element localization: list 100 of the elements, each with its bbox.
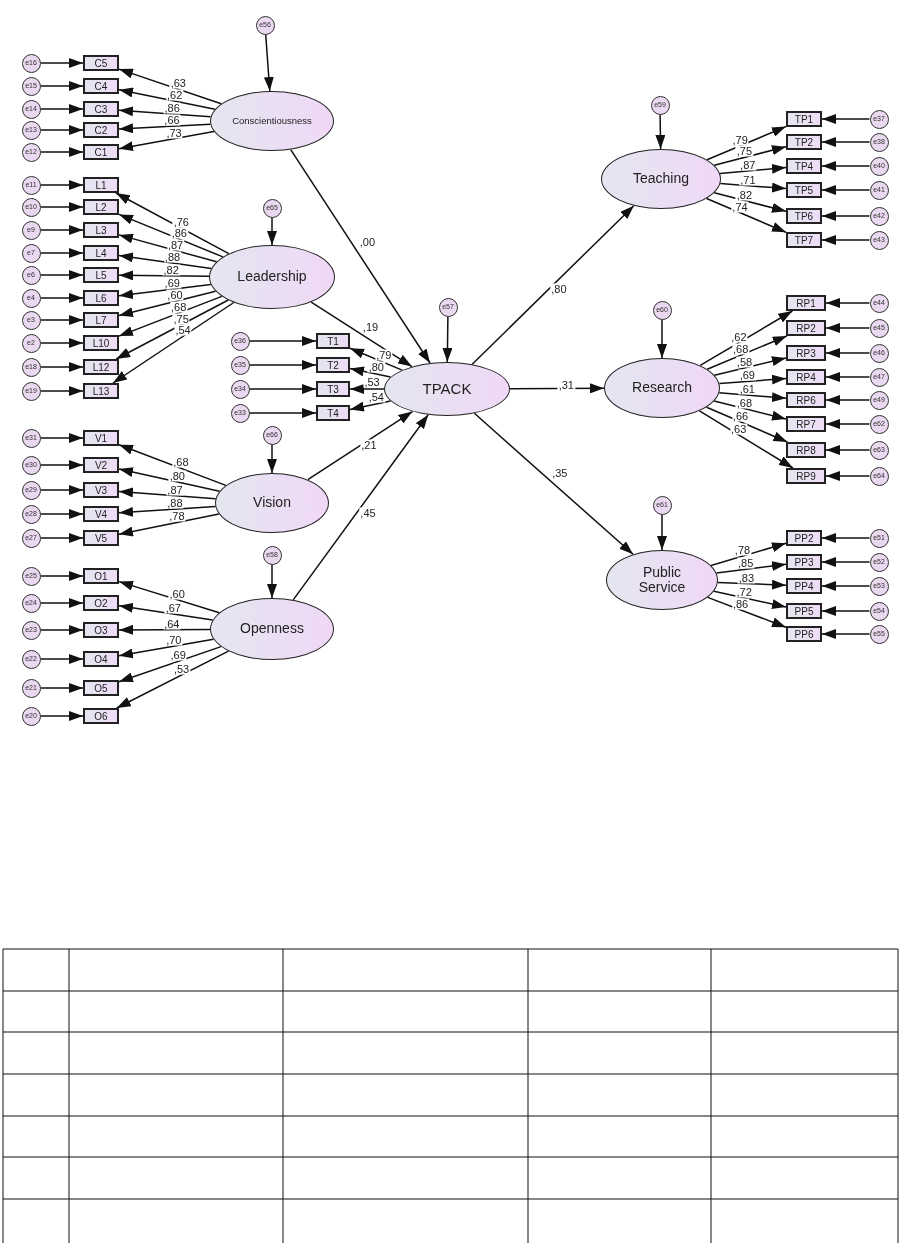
path-coefficient: ,78 — [733, 544, 752, 556]
observed-variable-box: RP2 — [786, 320, 826, 336]
path-arrow — [118, 467, 221, 493]
path-arrow — [821, 235, 871, 245]
observed-variable-box: L1 — [83, 177, 119, 193]
path-arrow — [115, 650, 230, 709]
path-coefficient: ,67 — [164, 602, 182, 614]
observed-variable-box: RP3 — [786, 345, 826, 361]
path-coefficient: ,63 — [169, 77, 187, 89]
path-arrow — [118, 513, 220, 537]
path-coefficient: ,66 — [163, 114, 181, 126]
path-arrow — [471, 204, 635, 366]
path-coefficient: ,00 — [358, 236, 376, 248]
path-arrow — [713, 590, 787, 609]
path-arrow — [825, 372, 871, 382]
latent-variable-ellipse: TPACK — [384, 362, 510, 416]
path-arrow — [39, 509, 84, 519]
observed-variable-box: O1 — [83, 568, 119, 584]
observed-variable-box: O2 — [83, 595, 119, 611]
observed-variable-box: L13 — [83, 383, 119, 399]
path-arrow — [118, 602, 214, 621]
path-coefficient: ,53 — [172, 663, 191, 675]
path-arrow — [39, 598, 84, 608]
path-arrow — [267, 216, 277, 246]
path-arrow — [39, 711, 84, 721]
path-coefficient: ,69 — [163, 277, 181, 289]
observed-variable-box: RP1 — [786, 295, 826, 311]
path-coefficient: ,68 — [170, 301, 188, 313]
path-arrow — [821, 581, 871, 591]
path-arrow — [821, 533, 871, 543]
observed-variable-box: TP7 — [786, 232, 822, 248]
path-arrow — [718, 374, 787, 385]
path-arrow — [267, 443, 277, 474]
path-arrow — [39, 248, 84, 258]
path-arrow — [267, 563, 277, 599]
latent-variable-ellipse: Public Service — [606, 550, 718, 610]
observed-variable-box: L2 — [83, 199, 119, 215]
path-arrow — [39, 293, 84, 303]
observed-variable-box: T3 — [316, 381, 350, 397]
path-arrow — [821, 557, 871, 567]
path-arrow — [39, 533, 84, 543]
path-coefficient: ,79 — [731, 134, 749, 146]
latent-variable-ellipse: Teaching — [601, 149, 721, 209]
path-arrow — [821, 606, 871, 616]
path-arrow — [118, 444, 227, 487]
observed-variable-box: L10 — [83, 335, 119, 351]
path-arrow — [39, 338, 84, 348]
path-arrow — [39, 683, 84, 693]
path-arrow — [307, 410, 414, 481]
path-coefficient: ,19 — [361, 321, 380, 333]
path-arrow — [719, 163, 787, 175]
path-coefficient: ,71 — [739, 174, 757, 186]
path-arrow — [349, 366, 392, 378]
path-arrow — [39, 386, 84, 396]
path-arrow — [118, 580, 221, 614]
observed-variable-box: L5 — [83, 267, 119, 283]
path-coefficient: ,63 — [730, 423, 748, 435]
path-arrow — [39, 315, 84, 325]
path-coefficient: ,54 — [367, 391, 385, 403]
path-coefficient: ,72 — [735, 586, 753, 598]
path-coefficient: ,87 — [166, 484, 184, 496]
path-coefficient: ,54 — [174, 324, 192, 336]
path-coefficient: ,45 — [359, 507, 377, 519]
path-coefficient: ,75 — [172, 313, 190, 325]
path-coefficient: ,83 — [737, 572, 756, 584]
path-arrow — [115, 299, 230, 360]
path-arrow — [115, 192, 230, 255]
path-coefficient: ,88 — [166, 497, 184, 509]
path-arrow — [39, 460, 84, 470]
observed-variable-box: V5 — [83, 530, 119, 546]
path-arrow — [706, 335, 788, 370]
path-coefficient: ,62 — [730, 331, 748, 343]
path-arrow — [719, 182, 787, 193]
path-arrow — [118, 505, 217, 517]
observed-variable-box: TP2 — [786, 134, 822, 150]
path-arrow — [718, 392, 787, 403]
path-coefficient: ,80 — [367, 361, 385, 373]
observed-variable-box: RP6 — [786, 392, 826, 408]
path-coefficient: ,87 — [166, 239, 185, 250]
observed-variable-box: V2 — [83, 457, 119, 473]
path-arrow — [825, 419, 871, 429]
path-arrow — [713, 145, 787, 166]
path-coefficient: ,86 — [170, 227, 188, 239]
path-arrow — [473, 412, 634, 556]
path-coefficient: ,58 — [735, 356, 754, 368]
observed-variable-box: PP4 — [786, 578, 822, 594]
path-arrow — [248, 408, 317, 418]
latent-variable-ellipse: Research — [604, 358, 720, 418]
observed-variable-box: L3 — [83, 222, 119, 238]
path-coefficient: ,78 — [168, 510, 186, 522]
observed-variable-box: PP2 — [786, 530, 822, 546]
observed-variable-box: TP6 — [786, 208, 822, 224]
path-coefficient: ,68 — [735, 397, 753, 409]
path-arrow — [39, 571, 84, 581]
path-arrow — [118, 123, 212, 134]
path-arrow — [118, 295, 223, 337]
observed-variable-box: C1 — [83, 144, 119, 160]
path-arrow — [118, 213, 224, 258]
path-coefficient: ,62 — [165, 89, 184, 101]
observed-variable-box: O4 — [83, 651, 119, 667]
